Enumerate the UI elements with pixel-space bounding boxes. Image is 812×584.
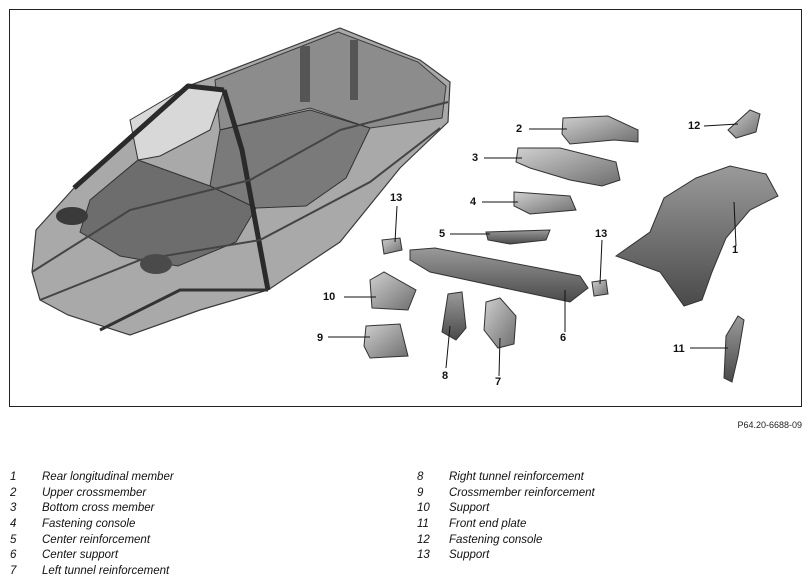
legend-number: 11 — [417, 518, 429, 531]
legend-item-8: 8 Right tunnel reinforcement — [417, 470, 595, 486]
callout-1: 1 — [732, 244, 739, 256]
legend-label: Support — [449, 549, 490, 562]
part-11-front-end-plate — [723, 315, 745, 383]
callout-6: 6 — [560, 332, 567, 344]
legend-left-column: 1 Rear longitudinal member 2 Upper crossme… — [10, 470, 174, 580]
legend-item-11: 11 Front end plate — [417, 517, 595, 533]
callout-13-left: 13 — [390, 192, 403, 204]
legend-label: Upper crossmember — [42, 486, 147, 499]
callout-5: 5 — [439, 228, 446, 240]
legend-label: Fastening console — [449, 533, 543, 546]
legend-item-2: 2 Upper crossmember — [10, 486, 174, 502]
part-8-right-tunnel-reinforcement — [441, 291, 467, 341]
legend-item-9: 9 Crossmember reinforcement — [417, 486, 595, 502]
legend-label: Left tunnel reinforcement — [42, 565, 170, 578]
legend-number: 7 — [10, 565, 17, 578]
callout-12: 12 — [688, 120, 701, 132]
part-7-left-tunnel-reinforcement — [483, 297, 517, 349]
part-6-center-support — [409, 247, 589, 303]
callout-11: 11 — [673, 343, 685, 355]
callout-10: 10 — [323, 291, 336, 303]
legend-label: Front end plate — [449, 518, 527, 531]
part-13a-support — [381, 237, 403, 255]
legend-label: Crossmember reinforcement — [449, 486, 595, 499]
legend-number: 10 — [417, 502, 430, 515]
legend-number: 1 — [10, 471, 17, 483]
callout-9: 9 — [317, 332, 324, 344]
legend-item-10: 10 Support — [417, 501, 595, 517]
legend-number: 6 — [10, 549, 17, 562]
body-shell-drawing — [31, 27, 451, 336]
legend-item-7: 7 Left tunnel reinforcement — [10, 564, 174, 580]
legend-label: Center reinforcement — [42, 533, 151, 546]
callout-8: 8 — [442, 370, 449, 382]
part-5-center-reinforcement — [485, 229, 551, 245]
legend-item-5: 5 Center reinforcement — [10, 533, 174, 549]
part-3-bottom-cross-member — [515, 147, 621, 187]
legend-number: 13 — [417, 549, 430, 562]
legend-number: 12 — [417, 533, 430, 546]
legend-item-1: 1 Rear longitudinal member — [10, 470, 174, 486]
figure-code: P64.20-6688-09 — [737, 420, 802, 430]
part-10-support — [369, 271, 417, 311]
part-2-upper-crossmember — [561, 115, 639, 145]
legend-label: Rear longitudinal member — [42, 471, 174, 483]
legend-item-4: 4 Fastening console — [10, 517, 174, 533]
diagram-frame: 2 3 4 5 13 13 10 9 8 7 6 12 1 11 — [9, 9, 802, 407]
callout-7: 7 — [495, 376, 502, 388]
legend-label: Right tunnel reinforcement — [449, 471, 584, 483]
part-12-fastening-console — [727, 109, 761, 139]
legend-item-13: 13 Support — [417, 548, 595, 564]
legend-number: 2 — [10, 486, 17, 499]
callout-4: 4 — [470, 196, 477, 208]
legend-item-12: 12 Fastening console — [417, 533, 595, 549]
legend-label: Bottom cross member — [42, 502, 155, 515]
callout-3: 3 — [472, 152, 479, 164]
legend-number: 3 — [10, 502, 17, 515]
legend-number: 4 — [10, 518, 17, 531]
callout-leaders — [328, 123, 739, 377]
legend-label: Fastening console — [42, 518, 136, 531]
part-13b-support — [591, 279, 609, 297]
legend-number: 5 — [10, 533, 17, 546]
legend-label: Support — [449, 502, 490, 515]
diagram-illustration — [31, 27, 779, 383]
legend-item-6: 6 Center support — [10, 548, 174, 564]
legend-item-3: 3 Bottom cross member — [10, 501, 174, 517]
legend-right-column: 8 Right tunnel reinforcement 9 Crossmember… — [417, 470, 595, 564]
legend-number: 8 — [417, 471, 424, 483]
legend-number: 9 — [417, 486, 424, 499]
part-4-fastening-console — [513, 191, 577, 215]
callout-2: 2 — [516, 123, 523, 135]
part-9-crossmember-reinforcement — [363, 323, 409, 359]
part-1-rear-longitudinal-member — [614, 165, 779, 307]
legend-label: Center support — [42, 549, 119, 562]
callout-13-right: 13 — [595, 228, 608, 240]
